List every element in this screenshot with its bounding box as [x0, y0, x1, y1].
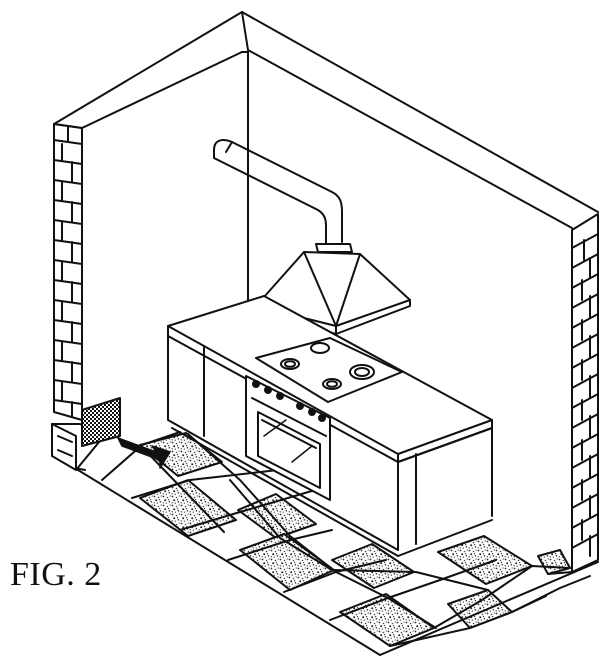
oven-knob-icon [308, 408, 316, 416]
burner-icon [354, 367, 370, 377]
oven-knob-icon [296, 402, 304, 410]
oven-knob-icon [264, 386, 272, 394]
oven-knob-icon [318, 414, 326, 422]
back-wall [53, 11, 599, 301]
burner-icon [280, 358, 300, 370]
figure-label: FIG. 2 [10, 556, 102, 593]
arrow-icon [117, 437, 171, 469]
oven-knob-icon [252, 380, 260, 388]
floor-grid [74, 431, 599, 656]
burner-icon [326, 380, 338, 388]
burner-icon [322, 378, 342, 390]
right-brick-wall [547, 213, 599, 575]
extractor-hood [213, 139, 411, 335]
burner-icon [310, 342, 330, 354]
burner-icon [349, 364, 375, 380]
cooktop [255, 337, 403, 403]
floor-tiles [139, 432, 571, 647]
oven-window [257, 411, 321, 489]
oven-knob-icon [276, 392, 284, 400]
vent-grille-icon [81, 397, 121, 447]
burner-icon [284, 360, 296, 368]
oven [245, 375, 331, 501]
